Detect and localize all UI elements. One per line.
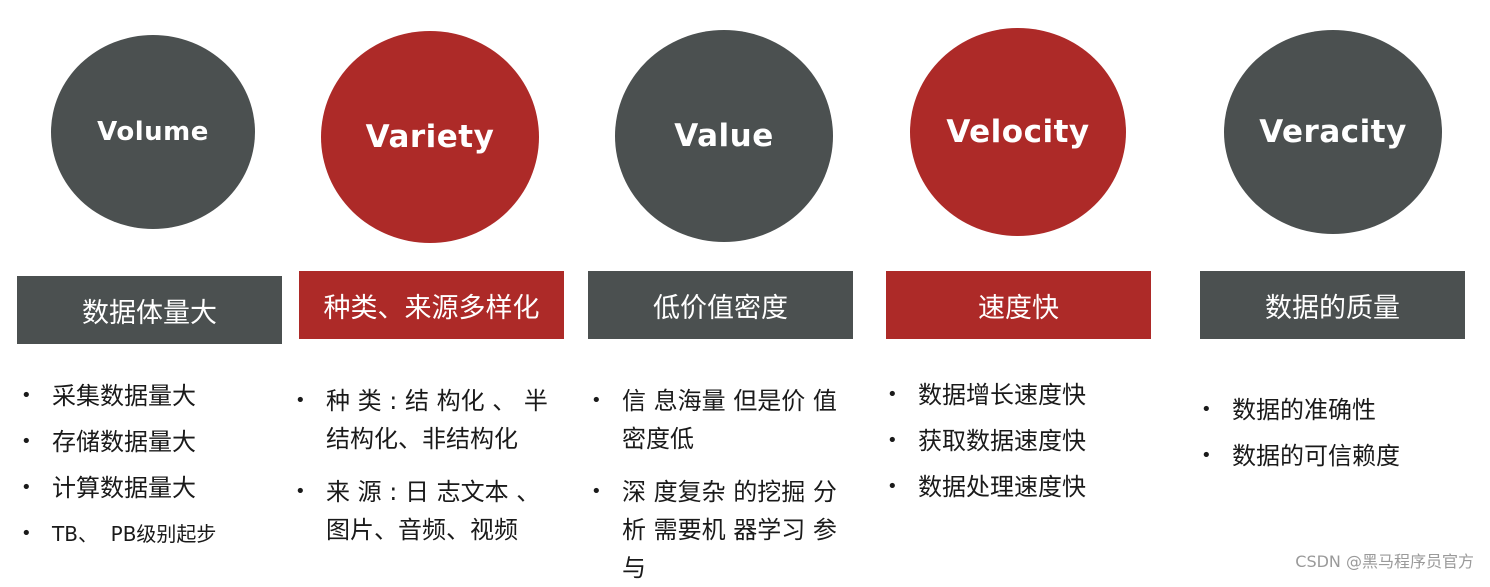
list-item: •来 源 : 日 志文本 、 图片、音频、视频 [295,478,541,544]
velocity-banner: 速度快 [886,271,1151,339]
list-item: •数据的准确性 [1201,396,1376,424]
list-item: •计算数据量大 [21,474,196,502]
velocity-circle: Velocity [910,28,1126,236]
volume-circle: Volume [51,35,255,229]
list-item: •存储数据量大 [21,428,196,456]
list-item: •TB、 PB级别起步 [21,522,217,546]
value-bullet-list: •信 息海量 但是价 值密度低 •深 度复杂 的挖掘 分析 需要机 器学习 参与 [588,382,860,587]
value-banner-label: 低价值密度 [653,292,788,324]
variety-circle-label: Variety [365,119,495,155]
volume-circle-label: Volume [97,117,209,147]
list-item: •信 息海量 但是价 值密度低 [591,387,837,453]
list-item: •数据的可信赖度 [1201,442,1400,470]
volume-banner-label: 数据体量大 [82,297,217,329]
variety-circle: Variety [321,31,539,243]
list-item: •获取数据速度快 [887,427,1086,455]
veracity-banner: 数据的质量 [1200,271,1465,339]
velocity-circle-label: Velocity [946,114,1090,150]
value-banner: 低价值密度 [588,271,853,339]
value-circle: Value [615,30,833,242]
watermark: CSDN @黑马程序员官方 [1295,552,1474,571]
veracity-bullet-list: •数据的准确性 •数据的可信赖度 [1198,391,1468,475]
volume-banner: 数据体量大 [17,276,282,344]
list-item: •深 度复杂 的挖掘 分析 需要机 器学习 参与 [591,478,837,582]
value-circle-label: Value [674,118,774,154]
list-item: •采集数据量大 [21,382,196,410]
list-item: •种 类 : 结 构化 、 半结构化、非结构化 [295,387,548,453]
velocity-bullet-list: •数据增长速度快 •获取数据速度快 •数据处理速度快 [884,376,1154,506]
variety-banner: 种类、来源多样化 [299,271,564,339]
list-item: •数据增长速度快 [887,381,1086,409]
veracity-circle-label: Veracity [1259,114,1407,150]
variety-banner-label: 种类、来源多样化 [323,292,540,324]
variety-bullet-list: •种 类 : 结 构化 、 半结构化、非结构化 •来 源 : 日 志文本 、 图… [292,382,562,549]
veracity-circle: Veracity [1224,30,1442,234]
list-item: •数据处理速度快 [887,473,1086,501]
volume-bullet-list: •采集数据量大 •存储数据量大 •计算数据量大 •TB、 PB级别起步 [18,377,278,553]
velocity-banner-label: 速度快 [978,292,1059,324]
veracity-banner-label: 数据的质量 [1265,292,1400,324]
